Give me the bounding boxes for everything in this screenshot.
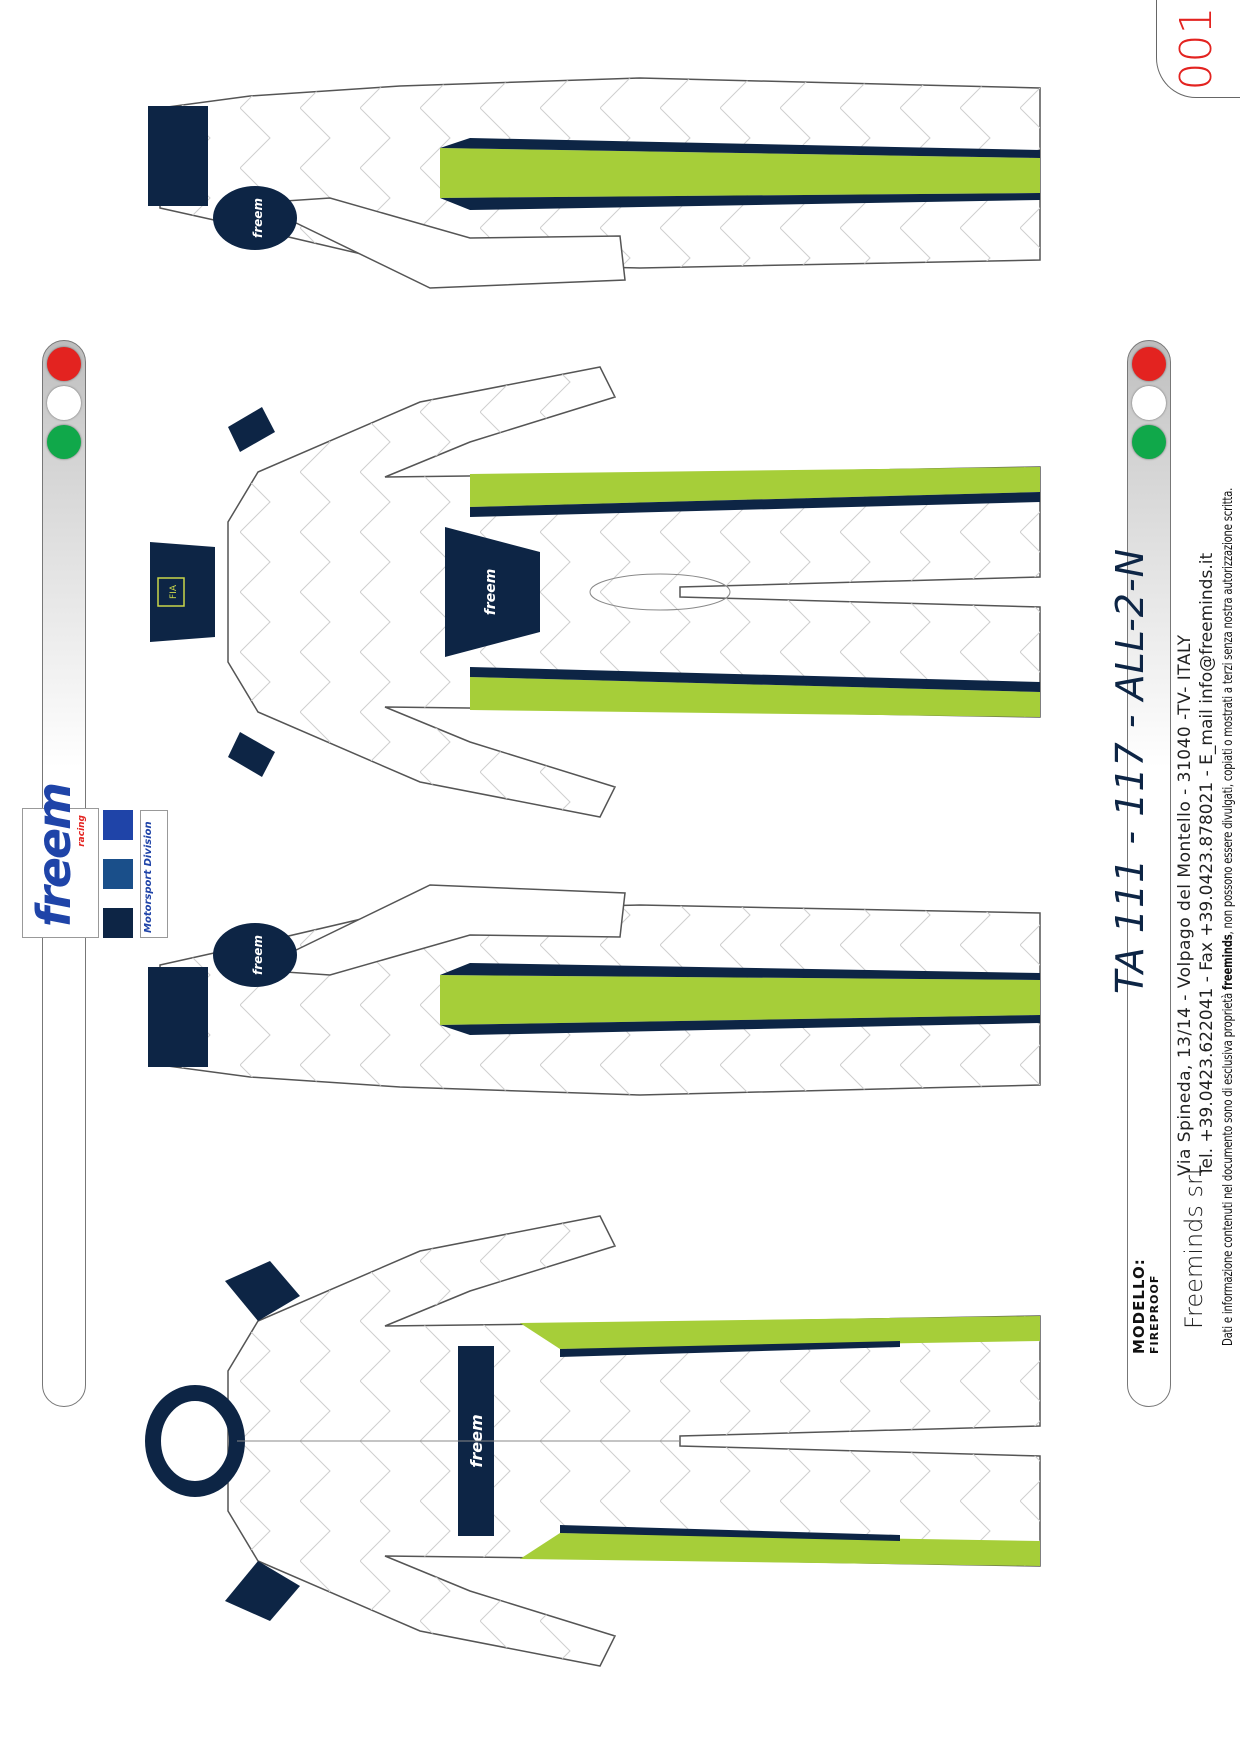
leg-stripe-navy [470, 667, 1040, 692]
model-label-text: MODELLO: [1130, 1258, 1148, 1354]
company-address: Via Spineda, 13/14 - Volpago del Montell… [1175, 634, 1195, 1176]
shoulder-patch [228, 732, 275, 777]
shoulder-patch [225, 1261, 300, 1321]
leg-stripe-lime [440, 975, 1040, 1025]
fia-badge-text: FIA [169, 584, 179, 599]
leg-stripe-navy [440, 1015, 1040, 1035]
leg-stripe-navy [440, 193, 1040, 210]
leg-stripe-navy [440, 963, 1040, 980]
company-contact: Tel. +39.0423.622041 - Fax +39.0423.8780… [1197, 552, 1217, 1176]
page-title: TA 111 - 117 - ALL-2-N [1108, 547, 1152, 994]
shoulder-patch [213, 186, 297, 250]
leg-stripe-lime [440, 148, 1040, 198]
disclaimer-text: Dati e informazione contenuti nel docume… [1221, 990, 1236, 1346]
leg-stripe-navy [470, 492, 1040, 517]
shoulder-patch [213, 923, 297, 987]
shoulder-patch [225, 1561, 300, 1621]
leg-stripe-navy [440, 138, 1040, 158]
shoulder-logo: freem [251, 198, 265, 238]
suit-back-view: FIA freem [150, 366, 1041, 818]
suit-front-view: freem [145, 1215, 1041, 1667]
disclaimer: Dati e informazione contenuti nel docume… [1221, 488, 1236, 1346]
leg-stripe-lime [470, 467, 1040, 507]
suit-side-view-left: freem [148, 884, 1041, 1096]
company-name: Freeminds srl [1180, 1168, 1208, 1329]
model-label: MODELLO: FIREPROOF [1130, 1258, 1162, 1354]
shoulder-patch [228, 407, 275, 452]
model-type: FIREPROOF [1148, 1274, 1161, 1354]
leg-stripe-navy [560, 1525, 900, 1541]
suit-side-view-right [148, 77, 1041, 289]
waist-panel [445, 527, 540, 657]
disclaimer-brand: freeminds [1221, 934, 1236, 991]
leg-stripe-navy [560, 1341, 900, 1357]
disclaimer-text-end: , non possono essere divulgati, copiati … [1221, 487, 1236, 935]
waist-logo: freem [483, 569, 499, 616]
fia-badge [157, 577, 185, 607]
leg-stripe-lime [470, 677, 1040, 717]
leg-stripe-lime [520, 1533, 1040, 1566]
leg-stripe-lime [520, 1316, 1040, 1349]
shoulder-logo: freem [251, 935, 265, 975]
collar [148, 106, 208, 206]
collar [148, 967, 208, 1067]
collar [145, 1385, 245, 1497]
